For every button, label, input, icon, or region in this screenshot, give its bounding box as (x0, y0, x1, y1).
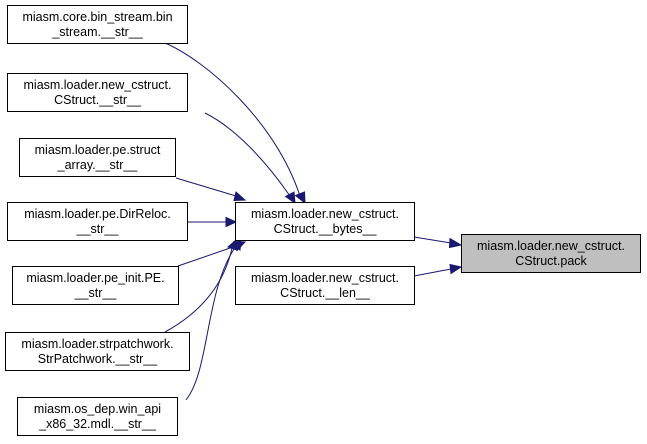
node-strpatchwork-str[interactable]: miasm.loader.strpatchwork. StrPatchwork.… (5, 332, 190, 371)
node-win-api-mdl-str-line-1: miasm.os_dep.win_api (34, 402, 161, 416)
node-cstruct-bytes[interactable]: miasm.loader.new_cstruct. CStruct.__byte… (235, 202, 415, 241)
node-pe-dirreloc-str-line-1: miasm.loader.pe.DirReloc. (24, 207, 171, 221)
node-cstruct-bytes-line-1: miasm.loader.new_cstruct. (251, 207, 399, 221)
node-bin-stream-str-line-1: miasm.core.bin_stream.bin (22, 10, 172, 24)
node-pe-dirreloc-str[interactable]: miasm.loader.pe.DirReloc. __str__ (7, 202, 188, 241)
edge-len-to-pack (413, 263, 463, 277)
node-new-cstruct-str[interactable]: miasm.loader.new_cstruct. CStruct.__str_… (7, 73, 188, 112)
node-cstruct-len-line-1: miasm.loader.new_cstruct. (251, 271, 399, 285)
edge-bin-stream-str-to-bytes (164, 42, 306, 205)
node-cstruct-pack[interactable]: miasm.loader.new_cstruct. CStruct.pack (461, 234, 641, 273)
node-pe-dirreloc-str-line-2: __str__ (76, 222, 120, 236)
node-cstruct-bytes-line-2: CStruct.__bytes__ (274, 222, 378, 236)
node-strpatchwork-str-line-1: miasm.loader.strpatchwork. (21, 337, 173, 351)
edge-bytes-to-pack (413, 236, 463, 249)
edge-pe-dirreloc-str-to-bytes (186, 216, 238, 228)
node-pe-init-str-line-1: miasm.loader.pe_init.PE. (26, 271, 164, 285)
edge-win-api-mdl-str-to-bytes (185, 239, 242, 401)
node-pe-init-str[interactable]: miasm.loader.pe_init.PE. __str__ (12, 266, 179, 305)
node-new-cstruct-str-line-2: CStruct.__str__ (54, 93, 142, 107)
node-pe-struct-array-str-line-1: miasm.loader.pe.struct (35, 143, 161, 157)
node-win-api-mdl-str-line-2: _x86_32.mdl.__str__ (38, 417, 157, 431)
edge-new-cstruct-str-to-bytes (204, 112, 296, 205)
node-bin-stream-str-line-2: _stream.__str__ (51, 25, 143, 39)
node-strpatchwork-str-line-2: StrPatchwork.__str__ (38, 352, 159, 366)
node-pe-struct-array-str-line-2: _array.__str__ (57, 158, 139, 172)
node-win-api-mdl-str[interactable]: miasm.os_dep.win_api _x86_32.mdl.__str__ (17, 397, 178, 436)
node-cstruct-len[interactable]: miasm.loader.new_cstruct. CStruct.__len_… (235, 266, 415, 305)
node-bin-stream-str[interactable]: miasm.core.bin_stream.bin _stream.__str_… (7, 5, 188, 44)
node-cstruct-pack-line-2: CStruct.pack (515, 254, 587, 268)
node-cstruct-pack-line-1: miasm.loader.new_cstruct. (477, 239, 625, 253)
node-cstruct-len-line-2: CStruct.__len__ (280, 286, 371, 300)
node-new-cstruct-str-line-1: miasm.loader.new_cstruct. (24, 78, 172, 92)
edge-pe-struct-array-str-to-bytes (175, 177, 247, 202)
node-pe-init-str-line-2: __str__ (74, 286, 118, 300)
node-pe-struct-array-str[interactable]: miasm.loader.pe.struct _array.__str__ (19, 138, 176, 177)
